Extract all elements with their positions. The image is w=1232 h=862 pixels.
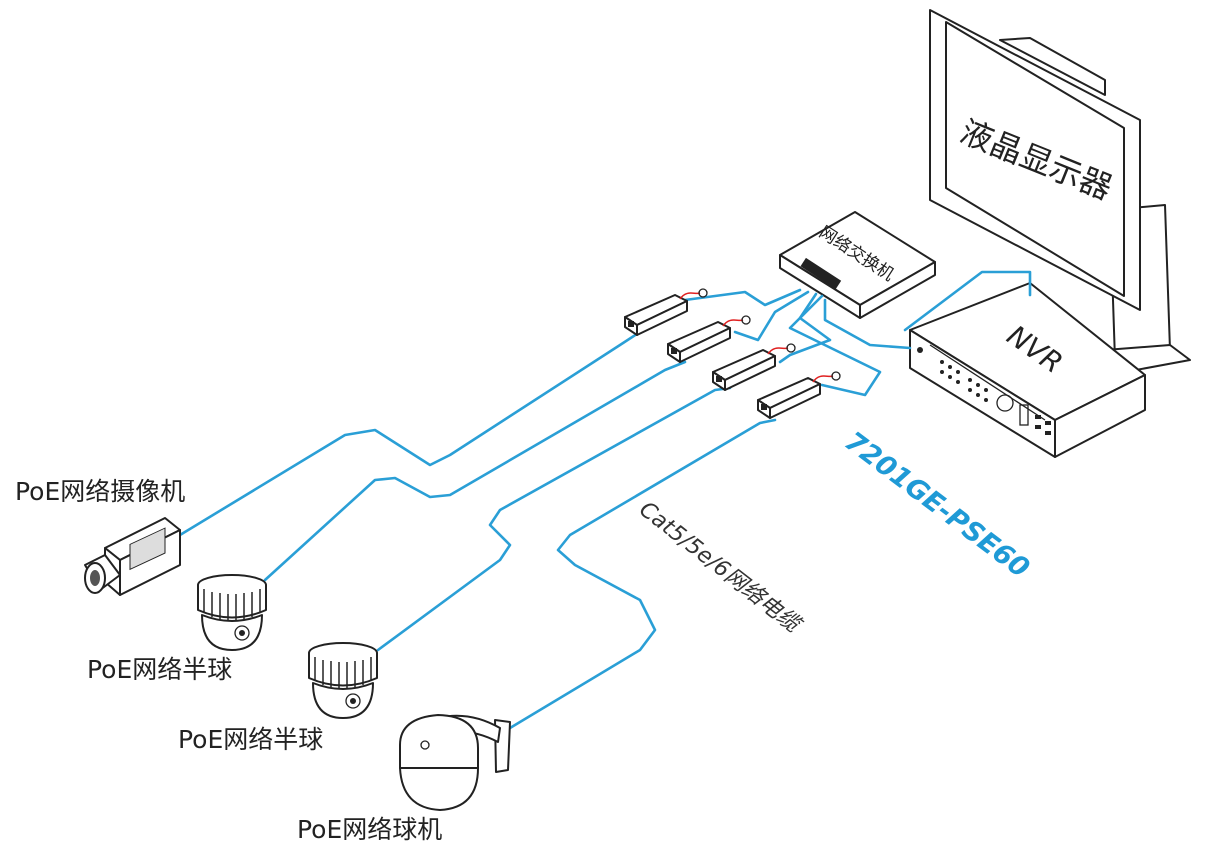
cable-switch-inj2 <box>733 290 810 342</box>
cable-inj4-ptz <box>508 418 777 730</box>
cables <box>178 270 1032 730</box>
dome-camera-icon <box>197 574 267 651</box>
cable-switch-inj1 <box>683 288 802 307</box>
model-label: 7201GE-PSE60 <box>839 426 1035 584</box>
cable-inj2-dome1 <box>263 360 687 582</box>
cable-inj3-dome2 <box>376 386 732 652</box>
device-label-ptz: PoE网络球机 <box>297 815 442 844</box>
cable-switch-inj4 <box>788 294 882 397</box>
network-switch: 网络交换机 <box>779 211 936 319</box>
poe-injector-icon <box>667 315 751 363</box>
dome-camera-icon <box>308 642 378 719</box>
cable-inj1-camera <box>178 330 642 537</box>
nvr-recorder: NVR <box>909 282 1146 458</box>
box-camera-icon <box>84 517 181 596</box>
cable-monitor-nvr <box>903 270 1032 332</box>
ptz-camera-icon <box>399 714 511 811</box>
device-label-camera: PoE网络摄像机 <box>15 477 185 506</box>
poe-injector-icon <box>757 371 841 419</box>
poe-injectors <box>624 288 841 419</box>
cable-switch-inj3 <box>778 292 832 364</box>
device-label-dome-2: PoE网络半球 <box>178 725 323 754</box>
poe-injector-icon <box>624 288 708 336</box>
lcd-monitor: 液晶显示器 <box>929 9 1191 373</box>
cable-label: Cat5/5e/6网络电缆 <box>634 497 806 639</box>
device-label-dome-1: PoE网络半球 <box>87 655 232 684</box>
cable-switch-nvr <box>823 298 912 350</box>
poe-injector-icon <box>712 343 796 391</box>
